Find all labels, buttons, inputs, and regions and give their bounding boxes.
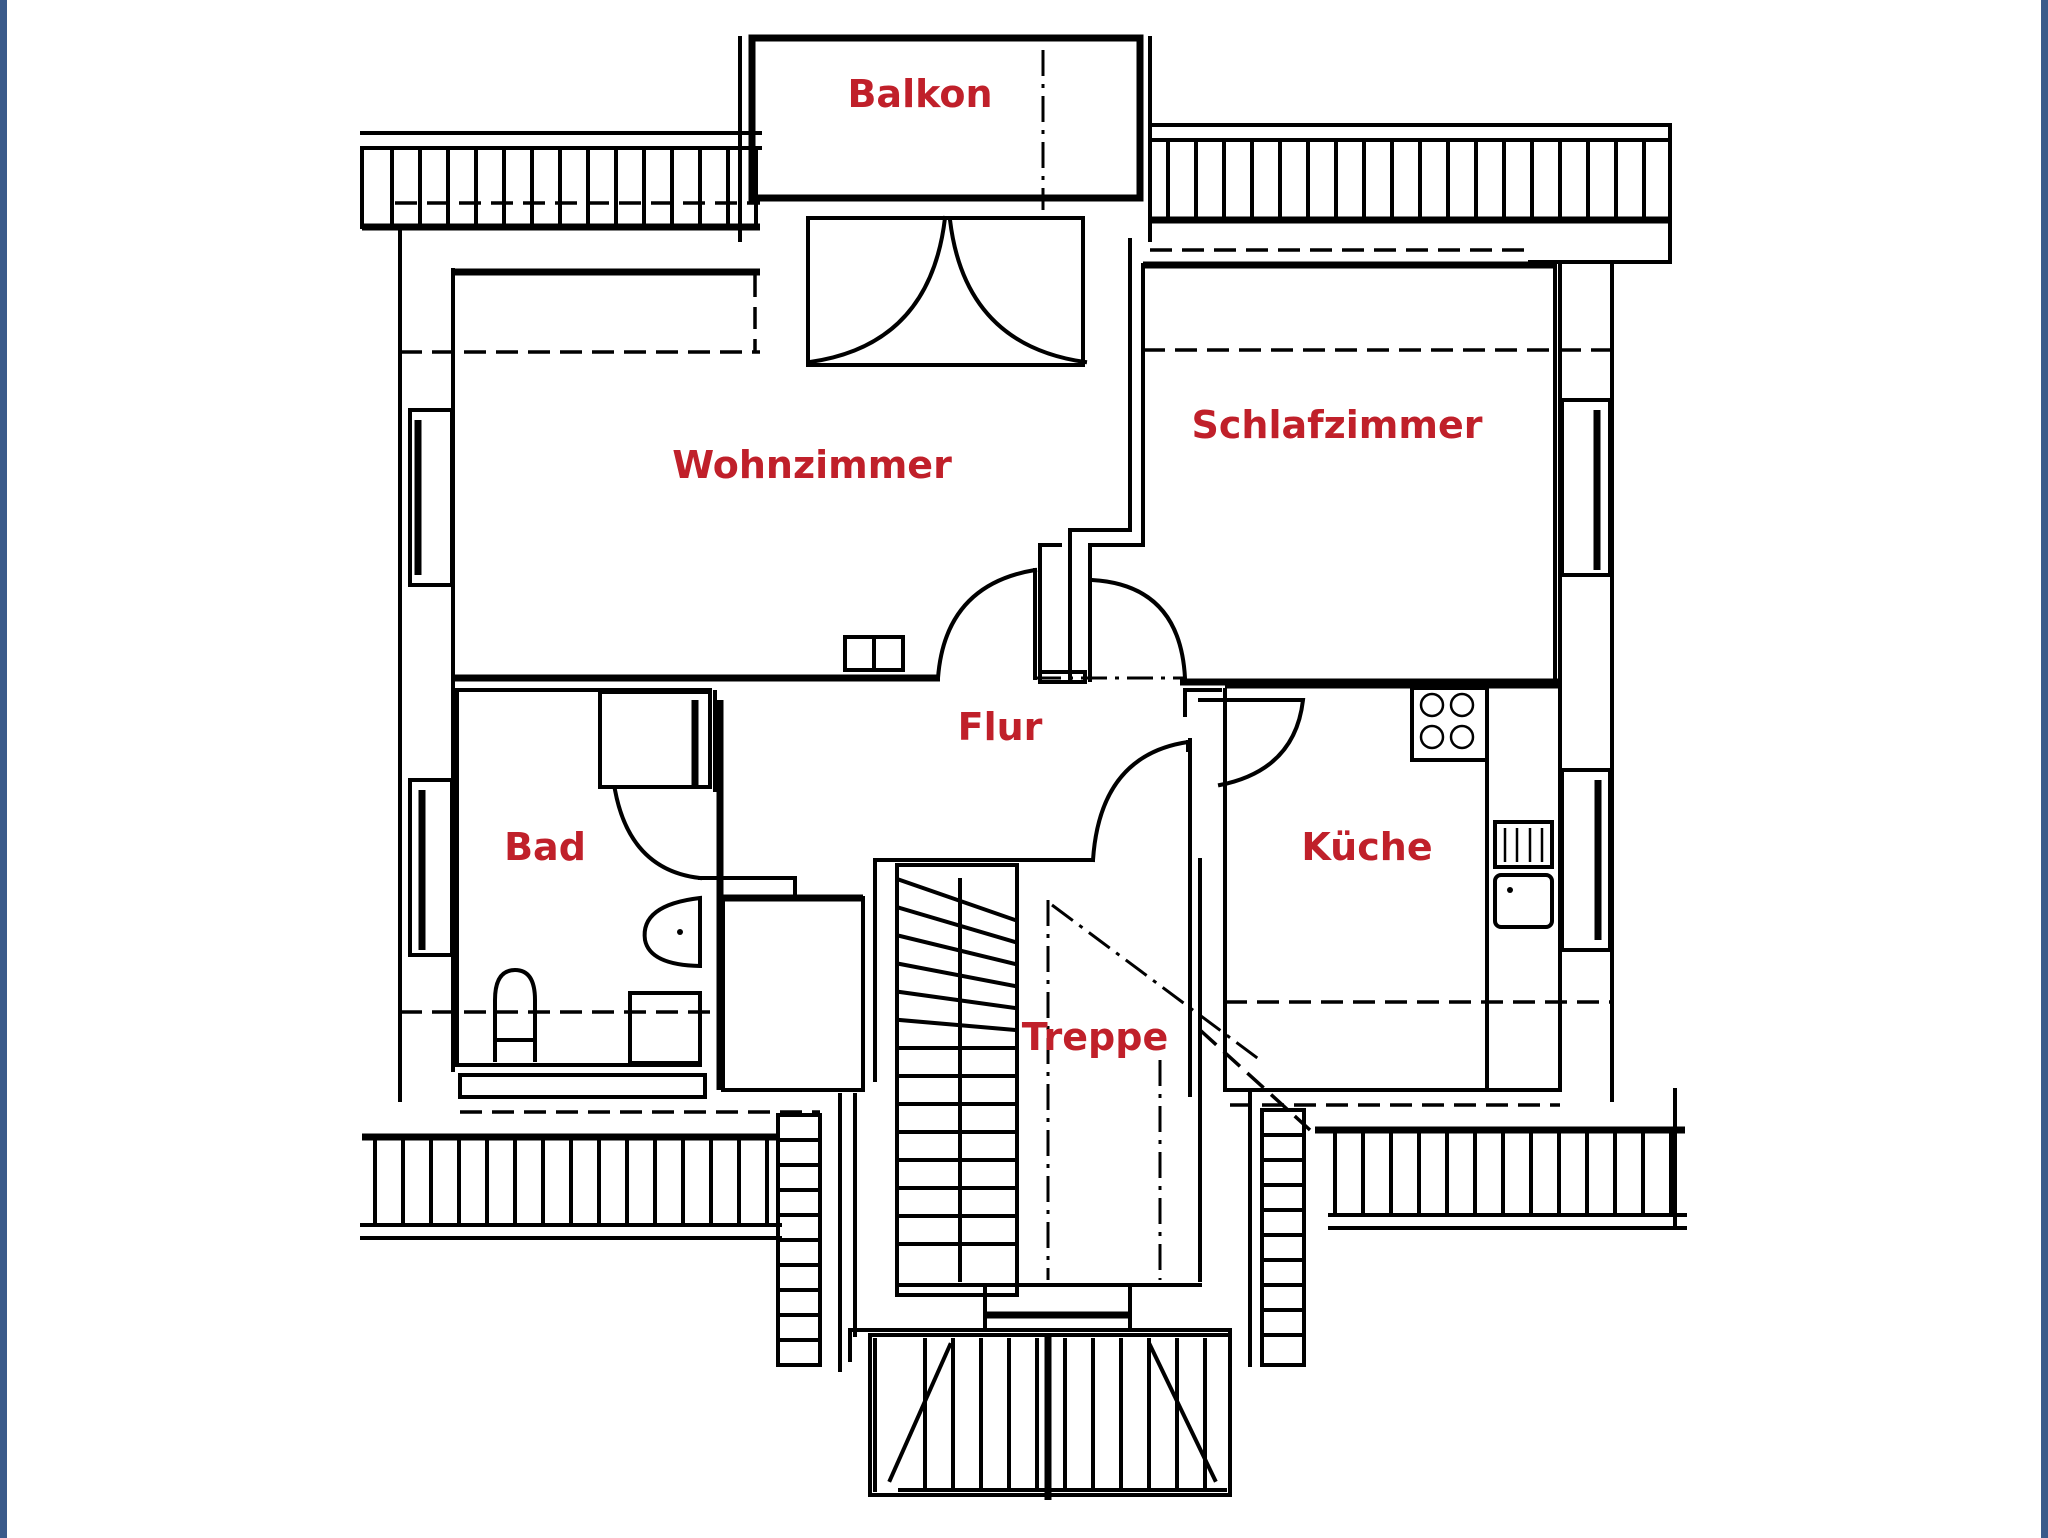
stair-tread [897,989,1018,1011]
stair-tread [897,877,1018,923]
label-bad: Bad [504,825,586,869]
roof-eave-bottom-left [360,1110,820,1240]
roof-eave-top-right [1148,123,1672,264]
room-bad [400,688,797,1099]
stair-tread [897,961,1018,989]
frame-border-left [0,0,7,1538]
roof-eave-top-left [360,131,762,231]
room-wohnzimmer [400,215,1132,682]
label-balkon: Balkon [847,72,992,116]
label-kueche: Küche [1301,825,1432,869]
room-kueche [1198,681,1610,1132]
dormer-right [1248,1088,1306,1367]
stair-tread [897,933,1018,967]
dormer-left [776,1093,857,1372]
frame-border-right [2041,0,2048,1538]
stair-tread [897,905,1018,945]
label-treppe: Treppe [1022,1015,1168,1059]
room-schlafzimmer [1088,261,1610,686]
stair-tread [897,1017,1018,1033]
roof-eave-bottom-right [1230,1088,1687,1230]
outer-walls [398,225,1614,1102]
room-flur [873,670,1222,1097]
label-schlafzimmer: Schlafzimmer [1192,403,1483,447]
label-flur: Flur [958,705,1043,749]
dormer-bottom [868,1333,1232,1500]
room-treppe [848,858,1261,1362]
balcony [738,34,1152,242]
storage-room [721,878,865,1092]
label-wohnzimmer: Wohnzimmer [672,443,952,487]
